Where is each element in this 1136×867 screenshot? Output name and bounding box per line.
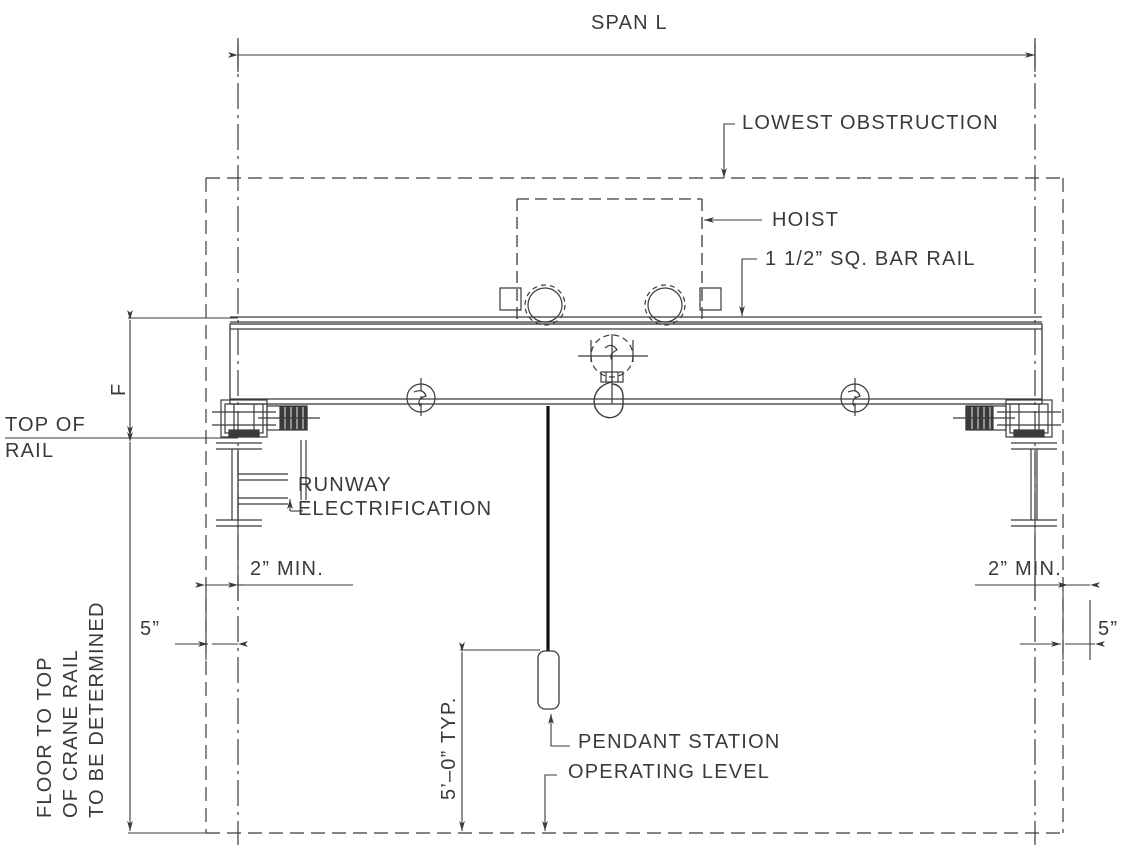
runway-electrification-label-line1: RUNWAY: [298, 474, 392, 496]
top-of-rail-label-line1: TOP OF: [5, 414, 86, 436]
pendant-drop-label: 5’–0” TYP.: [438, 696, 460, 800]
floor-to-rail-label-line1: FLOOR TO TOP: [34, 656, 56, 818]
rail-edge-dimension-right: [1020, 590, 1105, 660]
load-hook: [593, 381, 624, 419]
trolley-wheel-right: [644, 284, 686, 326]
rail-edge-label-right: 5”: [1098, 618, 1119, 640]
pendant-station-label: PENDANT STATION: [578, 731, 781, 753]
runway-electrification-leader: [287, 499, 303, 512]
bar-rail-leader: [739, 258, 757, 316]
headroom-dimension-label: F: [108, 382, 130, 396]
bar-rail-label: 1 1/2” SQ. BAR RAIL: [765, 248, 976, 270]
span-label: SPAN L: [591, 12, 668, 34]
hoist-body: [516, 198, 703, 320]
girder-centerline-symbol-right: [840, 378, 870, 420]
lowest-obstruction-envelope: [205, 177, 1064, 833]
pendant-station-leader: [548, 714, 570, 747]
runway-electrification-label-line2: ELECTRIFICATION: [298, 498, 493, 520]
trolley-guide-right: [699, 287, 722, 311]
lowest-obstruction-leader: [721, 123, 735, 178]
bridge-motor-left: [258, 405, 320, 431]
runway-beam-right: [1011, 442, 1057, 527]
hook-approach-dimension-left: [195, 450, 353, 600]
bar-rail: [230, 316, 1042, 323]
load-hook-block: [578, 334, 648, 404]
bridge-girder: [229, 323, 1043, 405]
hook-approach-dimension-right: [975, 450, 1100, 600]
top-of-rail-label-line2: RAIL: [5, 440, 55, 462]
span-dimension: [228, 38, 1036, 72]
rail-edge-label-left: 5”: [140, 618, 161, 640]
hook-approach-label-left: 2” MIN.: [250, 558, 324, 580]
floor-to-rail-label-line3: TO BE DETERMINED: [86, 601, 108, 818]
runway-electrification-left: [300, 440, 307, 500]
floor-to-rail-label-line2: OF CRANE RAIL: [60, 649, 82, 818]
girder-centerline-symbol-left: [406, 378, 436, 420]
bridge-motor-right: [953, 405, 1015, 431]
trolley-guide-left: [499, 287, 522, 311]
rail-edge-dimension-left: [175, 590, 248, 660]
hoist-label: HOIST: [772, 209, 840, 231]
operating-level-label: OPERATING LEVEL: [568, 761, 771, 783]
pendant-station: [537, 650, 560, 710]
hook-approach-label-right: 2” MIN.: [988, 558, 1062, 580]
lowest-obstruction-label: LOWEST OBSTRUCTION: [742, 112, 999, 134]
runway-beam-left: [216, 442, 288, 527]
operating-level-leader: [542, 774, 557, 831]
pendant-drop-dimension: [459, 642, 540, 831]
trolley-wheel-left: [524, 284, 566, 326]
